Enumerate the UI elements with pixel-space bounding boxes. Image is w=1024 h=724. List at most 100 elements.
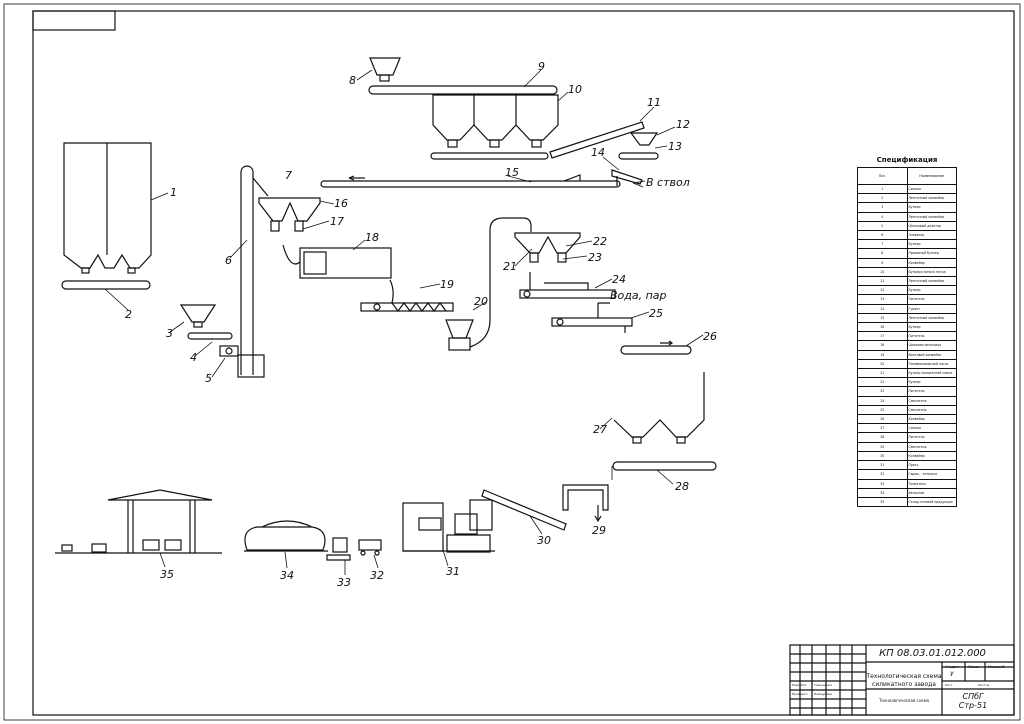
conveyor-30 (481, 489, 567, 531)
stage-label: Стадия (945, 665, 959, 669)
checker-label: Проверил (792, 692, 808, 696)
corner-stamp-box (32, 10, 116, 31)
spec-name-cell: Пневмокамерный насос (906, 358, 957, 370)
spec-name-cell: Ленточный конвейер (906, 193, 957, 204)
spec-pos-cell: 35 (857, 496, 908, 508)
organization-line-1: СПбГ (962, 692, 984, 701)
conveyor-2 (61, 280, 151, 290)
spec-name-cell: Грохот (906, 303, 957, 314)
spec-name-cell: Сырец - тележка (906, 469, 957, 480)
spec-pos-cell: 9 (857, 257, 908, 268)
label-22: 22 (593, 235, 607, 248)
spec-name-cell: Конвейер (906, 450, 957, 462)
label-6: 6 (225, 254, 232, 267)
spec-pos-cell: 15 (857, 312, 908, 324)
mixer-29 (562, 484, 609, 523)
spec-name-cell: Бункер (906, 202, 957, 213)
feeder-28 (612, 461, 717, 471)
conveyor-15 (320, 174, 621, 188)
ball-mill-18 (282, 244, 392, 279)
specification-title: Спецификация (876, 156, 938, 164)
spec-name-cell: Ленточный конвейер (906, 211, 957, 222)
elevator-6 (237, 165, 269, 378)
label-19: 19 (440, 278, 454, 291)
spec-name-cell: Бункер (906, 239, 957, 250)
spec-pos-cell: 8 (857, 248, 908, 259)
screw-conveyor-19 (360, 279, 454, 312)
label-14: 14 (591, 146, 605, 159)
spec-name-cell: Питатель (906, 294, 957, 305)
screen-14 (611, 169, 643, 186)
spec-name-cell: Смеситель (906, 404, 957, 416)
label-9: 9 (538, 60, 545, 73)
pusher-33 (326, 537, 351, 561)
label-26: 26 (703, 330, 717, 343)
specification-header-row: Поз. Наименование (857, 167, 957, 185)
press-31 (402, 499, 495, 553)
hopper-3 (179, 304, 217, 328)
label-18: 18 (365, 231, 379, 244)
spec-name-cell: Пресс (906, 460, 957, 471)
spec-pos-cell: 22 (857, 377, 908, 388)
sheet-outer-frame (3, 3, 1021, 721)
organization: СПбГ Стр-51 (948, 692, 998, 710)
water-steam-label: Вода, пар (610, 289, 667, 302)
label-34: 34 (280, 569, 294, 582)
label-3: 3 (166, 327, 173, 340)
label-1: 1 (170, 186, 177, 199)
mixer-24 (519, 272, 616, 299)
spec-pos-cell: 10 (857, 266, 908, 278)
spec-pos-cell: 11 (857, 276, 908, 287)
spec-name-cell: Питатель (906, 331, 957, 342)
spec-pos-cell: 5 (857, 220, 908, 232)
spec-name-cell: Бункер (906, 285, 957, 296)
spec-name-cell: Шнековый дозатор (906, 220, 957, 232)
label-7: 7 (285, 169, 292, 182)
spec-name-cell: Бункер силикатной смеси (906, 368, 957, 379)
spec-name-cell: Приемный бункер (906, 248, 957, 259)
feeder-13 (618, 152, 659, 160)
label-35: 35 (160, 568, 174, 581)
bins-21-22 (514, 232, 581, 263)
spec-name-cell: Питатель (906, 386, 957, 397)
label-32: 32 (370, 569, 384, 582)
to-shaft-label: В ствол (646, 176, 690, 189)
dosing-5 (219, 345, 239, 357)
spec-pos-cell: 4 (857, 211, 908, 222)
label-15: 15 (505, 166, 519, 179)
silos-1 (63, 142, 152, 274)
spec-pos-cell: 14 (857, 303, 908, 314)
scale-label: Масштаб (988, 665, 1005, 669)
developer-name: Тимошенко (814, 683, 833, 687)
spec-col-name: Наименование (906, 167, 957, 185)
sand-bins-10 (432, 94, 559, 148)
spec-pos-cell: 23 (857, 386, 908, 397)
spec-name-cell: Элеватор (906, 230, 957, 241)
spec-pos-cell: 13 (857, 294, 908, 305)
sheet-inner-frame (32, 10, 1015, 716)
doc-code: КП 08.03.01.012.000 (879, 648, 986, 659)
label-31: 31 (446, 565, 460, 578)
spec-pos-cell: 31 (857, 460, 908, 471)
